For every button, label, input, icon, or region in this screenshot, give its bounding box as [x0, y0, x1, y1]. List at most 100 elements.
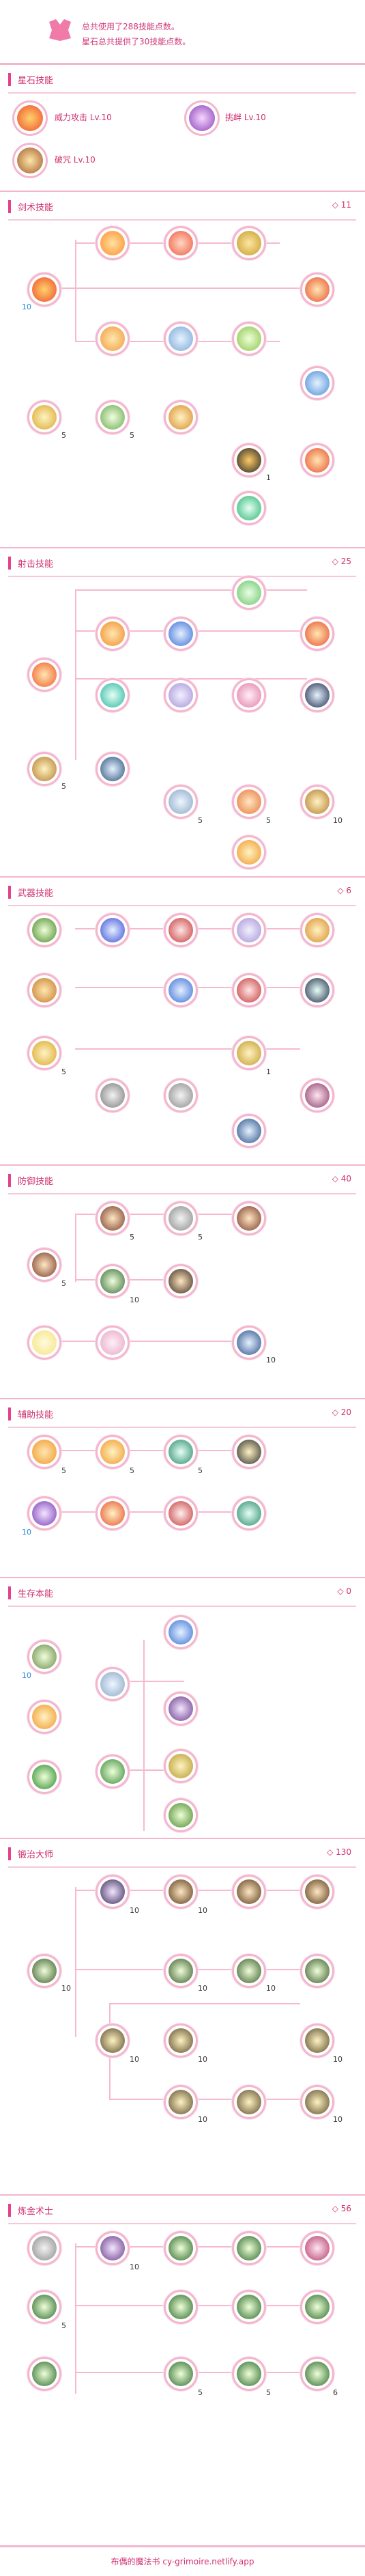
armor-icon[interactable] [164, 1954, 198, 1988]
armor-icon[interactable] [232, 2085, 266, 2119]
wave-icon[interactable] [232, 491, 266, 525]
armor-icon[interactable] [164, 2024, 198, 2058]
orb-icon[interactable] [232, 1435, 266, 1469]
shield-icon[interactable] [164, 1496, 198, 1530]
sword-icon[interactable] [96, 400, 130, 434]
beaker-icon[interactable] [300, 2231, 334, 2265]
fire-icon[interactable] [300, 443, 334, 477]
beaker-icon[interactable] [300, 2357, 334, 2391]
brush-icon[interactable] [27, 913, 61, 947]
shield-icon[interactable] [164, 1435, 198, 1469]
burst-icon[interactable] [232, 785, 266, 819]
shield-icon[interactable] [232, 1326, 266, 1360]
anvil-icon[interactable] [27, 1954, 61, 1988]
rune-icon[interactable] [12, 143, 48, 178]
book-icon[interactable] [232, 973, 266, 1007]
sword-icon[interactable] [27, 400, 61, 434]
shield-icon[interactable] [232, 1201, 266, 1235]
blade-icon[interactable] [164, 1078, 198, 1112]
comet-icon[interactable] [232, 835, 266, 869]
armor-icon[interactable] [232, 1954, 266, 1988]
beaker-icon[interactable] [27, 2290, 61, 2324]
bow-icon[interactable] [27, 752, 61, 786]
armor-icon[interactable] [300, 1954, 334, 1988]
bow-icon[interactable] [164, 785, 198, 819]
armor-icon[interactable] [164, 1875, 198, 1909]
slash-icon[interactable] [96, 226, 130, 260]
anvil-icon[interactable] [96, 2024, 130, 2058]
shadow-icon[interactable] [232, 443, 266, 477]
armor-icon[interactable] [164, 2085, 198, 2119]
armor-icon[interactable] [300, 2085, 334, 2119]
shield-icon[interactable] [27, 1248, 61, 1282]
figure-icon[interactable] [164, 1798, 198, 1832]
beaker-icon[interactable] [164, 2290, 198, 2324]
dash-icon[interactable] [96, 322, 130, 356]
beaker-icon[interactable] [27, 2357, 61, 2391]
beaker-icon[interactable] [300, 2290, 334, 2324]
fire-icon[interactable] [300, 272, 334, 307]
clover-icon[interactable] [27, 1760, 61, 1794]
figure-icon[interactable] [232, 1496, 266, 1530]
shield-icon[interactable] [96, 1201, 130, 1235]
swirl-icon[interactable] [300, 678, 334, 712]
figure-icon[interactable] [164, 1749, 198, 1783]
flame-icon[interactable] [27, 1700, 61, 1734]
figure-icon[interactable] [27, 1496, 61, 1530]
fire-icon[interactable] [96, 617, 130, 651]
arrow-icon[interactable] [96, 678, 130, 712]
figure-icon[interactable] [96, 752, 130, 786]
sun-icon[interactable] [27, 1326, 61, 1360]
purple-figure-icon[interactable] [184, 100, 220, 136]
beaker-icon[interactable] [232, 2290, 266, 2324]
arrow-icon[interactable] [164, 678, 198, 712]
sword-icon[interactable] [27, 1036, 61, 1070]
figure-icon[interactable] [164, 1615, 198, 1649]
sword-icon[interactable] [300, 913, 334, 947]
arrow-icon[interactable] [232, 678, 266, 712]
blade-icon[interactable] [232, 322, 266, 356]
armor-icon[interactable] [232, 1875, 266, 1909]
scroll-icon[interactable] [96, 1078, 130, 1112]
leaf-icon[interactable] [232, 576, 266, 610]
flame-icon[interactable] [96, 1496, 130, 1530]
figure-icon[interactable] [300, 1078, 334, 1112]
bow-icon[interactable] [300, 785, 334, 819]
beaker-icon[interactable] [164, 2231, 198, 2265]
fire-icon[interactable] [300, 617, 334, 651]
sword-icon[interactable] [232, 226, 266, 260]
ring-icon[interactable] [96, 1326, 130, 1360]
gauntlet-icon[interactable] [164, 1201, 198, 1235]
figure-icon[interactable] [232, 1036, 266, 1070]
beaker-icon[interactable] [164, 2357, 198, 2391]
flame-swirl-icon[interactable] [12, 100, 48, 136]
beaker-icon[interactable] [232, 2231, 266, 2265]
feather-icon[interactable] [232, 913, 266, 947]
beaker-icon[interactable] [27, 2231, 61, 2265]
sword-icon[interactable] [164, 400, 198, 434]
brush-icon[interactable] [96, 913, 130, 947]
armor-icon[interactable] [300, 1875, 334, 1909]
flame-sword-icon[interactable] [27, 272, 61, 307]
armor-icon[interactable] [300, 2024, 334, 2058]
book-icon[interactable] [164, 973, 198, 1007]
arrow-icon[interactable] [27, 658, 61, 692]
swirl-icon[interactable] [300, 366, 334, 400]
figure-icon[interactable] [27, 1640, 61, 1674]
feather-icon[interactable] [164, 617, 198, 651]
shield-icon[interactable] [164, 1264, 198, 1298]
rune-icon[interactable] [96, 1754, 130, 1789]
staff-icon[interactable] [232, 1114, 266, 1148]
slash-icon[interactable] [164, 226, 198, 260]
helmet-icon[interactable] [96, 1875, 130, 1909]
hammer-icon[interactable] [27, 973, 61, 1007]
beaker-icon[interactable] [232, 2357, 266, 2391]
swirl-icon[interactable] [300, 973, 334, 1007]
fire-icon[interactable] [27, 1435, 61, 1469]
book-icon[interactable] [164, 913, 198, 947]
beaker-icon[interactable] [96, 2231, 130, 2265]
shield-icon[interactable] [96, 1264, 130, 1298]
wave-icon[interactable] [96, 1435, 130, 1469]
rune-icon[interactable] [96, 1667, 130, 1701]
wing-icon[interactable] [164, 322, 198, 356]
